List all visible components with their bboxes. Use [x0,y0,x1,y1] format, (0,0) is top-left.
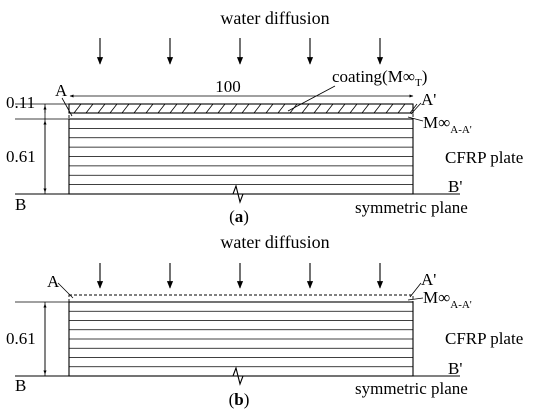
panel-b-point-a: A [47,272,60,291]
coating-hatch-stroke [205,103,214,114]
coating-hatch-stroke [361,103,370,114]
panel-a-coating-hatch [73,103,418,114]
panel-a-symmetric-plane: symmetric plane [355,198,468,217]
panel-a-point-a-leader [61,97,73,117]
panel-b-point-b-prime: B' [448,359,462,378]
panel-a-point-a-prime-leader [410,102,422,115]
panel-a-dim-coating: 0.11 [6,93,35,112]
coating-hatch-stroke [217,103,226,114]
panel-b-m-leader [407,297,424,301]
panel-b-point-b: B [15,376,26,395]
panel-a-material: CFRP plate [445,148,523,167]
panel-a-interface-layer [68,112,414,120]
coating-hatch-stroke [385,103,394,114]
panel-b-caption: (b) [229,390,250,409]
panel-b: water diffusion 0.61 A A' M∞A-A' CFRP pl… [6,232,523,409]
coating-hatch-stroke [109,103,118,114]
panel-a-point-b: B [15,195,26,214]
panel-a-point-a: A [55,81,68,100]
panel-a-m-label: M∞A-A' [423,113,472,136]
panel-b-point-a-prime-leader [409,282,422,298]
coating-hatch-stroke [409,103,418,114]
coating-hatch-stroke [73,103,82,114]
coating-hatch-stroke [373,103,382,114]
panel-a-water-arrows [96,38,384,65]
coating-hatch-stroke [301,103,310,114]
coating-hatch-stroke [121,103,130,114]
coating-hatch-stroke [97,103,106,114]
panel-a-coating-label: coating(M∞T) [332,67,427,89]
coating-hatch-stroke [181,103,190,114]
coating-hatch-stroke [325,103,334,114]
panel-a: water diffusion 100 coating(M∞T) 0.11 0.… [6,8,523,226]
coating-hatch-stroke [241,103,250,114]
panel-b-dim-plate: 0.61 [6,329,36,348]
panel-b-point-a-leader [57,282,74,299]
coating-hatch-stroke [337,103,346,114]
coating-hatch-stroke [133,103,142,114]
panel-b-point-a-prime: A' [421,270,436,289]
coating-hatch-stroke [265,103,274,114]
coating-hatch-stroke [277,103,286,114]
panel-a-title: water diffusion [220,8,329,28]
panel-b-symmetric-plane: symmetric plane [355,379,468,398]
coating-hatch-stroke [313,103,322,114]
panel-b-water-arrows [96,263,384,289]
panel-b-interface-layer [68,294,414,303]
panel-a-point-b-prime: B' [448,177,462,196]
panel-a-coating-leader [287,85,336,112]
panel-a-caption: (a) [229,207,249,226]
coating-hatch-stroke [157,103,166,114]
coating-hatch-stroke [397,103,406,114]
coating-hatch-stroke [169,103,178,114]
coating-hatch-stroke [145,103,154,114]
panel-a-width-dimension: 100 [215,77,241,96]
panel-a-point-a-prime: A' [421,90,436,109]
panel-b-laminae [69,310,413,368]
panel-b-title: water diffusion [220,232,329,252]
coating-hatch-stroke [193,103,202,114]
coating-hatch-stroke [349,103,358,114]
coating-hatch-stroke [253,103,262,114]
panel-b-m-label: M∞A-A' [423,288,472,311]
coating-hatch-stroke [289,103,298,114]
coating-hatch-stroke [229,103,238,114]
panel-b-material: CFRP plate [445,329,523,348]
panel-a-laminae [69,127,413,186]
panel-a-dim-plate: 0.61 [6,147,36,166]
panel-a-coating-layer [68,103,414,114]
panel-a-m-leader [407,116,424,122]
coating-hatch-stroke [85,103,94,114]
